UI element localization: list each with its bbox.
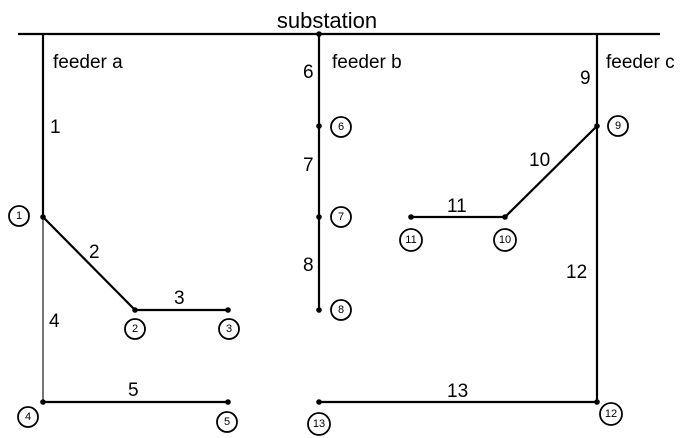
branch-10-line [504,125,598,218]
node-4: 4 [17,406,39,428]
junction-dot [316,214,322,220]
node-3: 3 [218,318,240,340]
junction-dot [316,123,322,129]
node-10-label: 10 [499,234,511,246]
branch-6-label: 6 [303,62,314,83]
branch-1-label: 1 [50,117,61,138]
junction-dot [316,31,322,37]
junction-dot [502,214,508,220]
node-6-label: 6 [338,121,344,133]
node-9-label: 9 [615,120,621,132]
junction-dot [408,214,414,220]
branch-12-label: 12 [566,262,587,283]
node-9: 9 [607,115,629,137]
branch-4-label: 4 [49,311,60,332]
junction-dot [594,123,600,129]
node-13-label: 13 [313,418,325,430]
node-12-label: 12 [605,408,617,420]
branch-7-label: 7 [303,155,314,176]
junction-dot [225,399,231,405]
node-10: 10 [493,228,517,252]
branch-9-label: 9 [580,68,591,89]
node-5-label: 5 [224,416,230,428]
junction-dot [40,399,46,405]
branch-3-label: 3 [174,288,185,309]
junction-dot [316,399,322,405]
branch-8-label: 8 [303,255,314,276]
substation-label: substation [277,8,377,33]
junction-dot [225,307,231,313]
branch-2-line [42,216,136,311]
node-13: 13 [307,412,331,436]
feeder-c-label: feeder c [606,52,675,73]
feeder-b-label: feeder b [332,52,402,73]
node-5: 5 [216,411,238,433]
branch-13-label: 13 [447,381,468,402]
branch-11-label: 11 [447,196,467,217]
node-7-label: 7 [338,211,344,223]
junction-dot [40,214,46,220]
node-2-label: 2 [132,323,138,335]
junction-dot [594,399,600,405]
node-7: 7 [330,206,352,228]
branch-10-label: 10 [529,150,550,171]
node-3-label: 3 [226,323,232,335]
node-8-label: 8 [338,304,344,316]
node-11-label: 11 [405,234,416,246]
node-8: 8 [330,299,352,321]
node-12: 12 [599,402,623,426]
junction-dot [132,307,138,313]
node-1: 1 [8,205,30,227]
node-1-label: 1 [16,210,22,222]
branch-5-label: 5 [128,380,139,401]
node-11: 11 [399,228,423,252]
node-2: 2 [124,318,146,340]
junction-dot [316,307,322,313]
branch-2-label: 2 [89,242,100,263]
node-4-label: 4 [25,411,31,423]
feeder-a-label: feeder a [53,52,123,73]
node-6: 6 [330,116,352,138]
